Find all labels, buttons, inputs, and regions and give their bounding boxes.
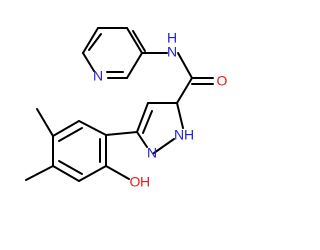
bond [88,33,102,51]
bond [153,138,175,154]
bond [132,30,146,52]
bond [78,120,107,136]
bond [142,110,153,134]
bond [105,165,130,180]
bond [126,27,143,54]
bond [136,131,148,148]
atom-label-pyrazole-nh-h: H [184,127,194,143]
atom-label-layer: N N H O N N H O H [93,30,228,190]
bond [126,52,143,79]
atom-label-pyrazole-n: N [147,145,157,161]
bond [58,160,83,175]
bond [176,102,184,129]
chemical-structure-diagram: N N H O N N H O H [25,27,228,190]
bond [78,165,107,182]
bond [52,165,80,182]
atom-label-pyrazole-nh-n: N [174,127,184,143]
bond [136,102,149,133]
bond [52,120,80,137]
bond [82,27,99,54]
bond [82,52,95,72]
atom-label-amide-n: N [167,44,177,60]
bond [36,108,54,137]
bond [25,165,54,181]
bond [176,77,193,104]
bond-layer [25,27,214,182]
atom-label-carbonyl-o: O [217,73,228,89]
bond [177,52,193,79]
atom-label-pyridine-n: N [93,68,103,84]
atom-label-amide-h: H [167,30,177,46]
bond [105,131,138,136]
atom-label-hydroxyl-h: H [140,174,150,190]
bond [58,127,83,142]
atom-label-hydroxyl-o: O [130,174,141,190]
